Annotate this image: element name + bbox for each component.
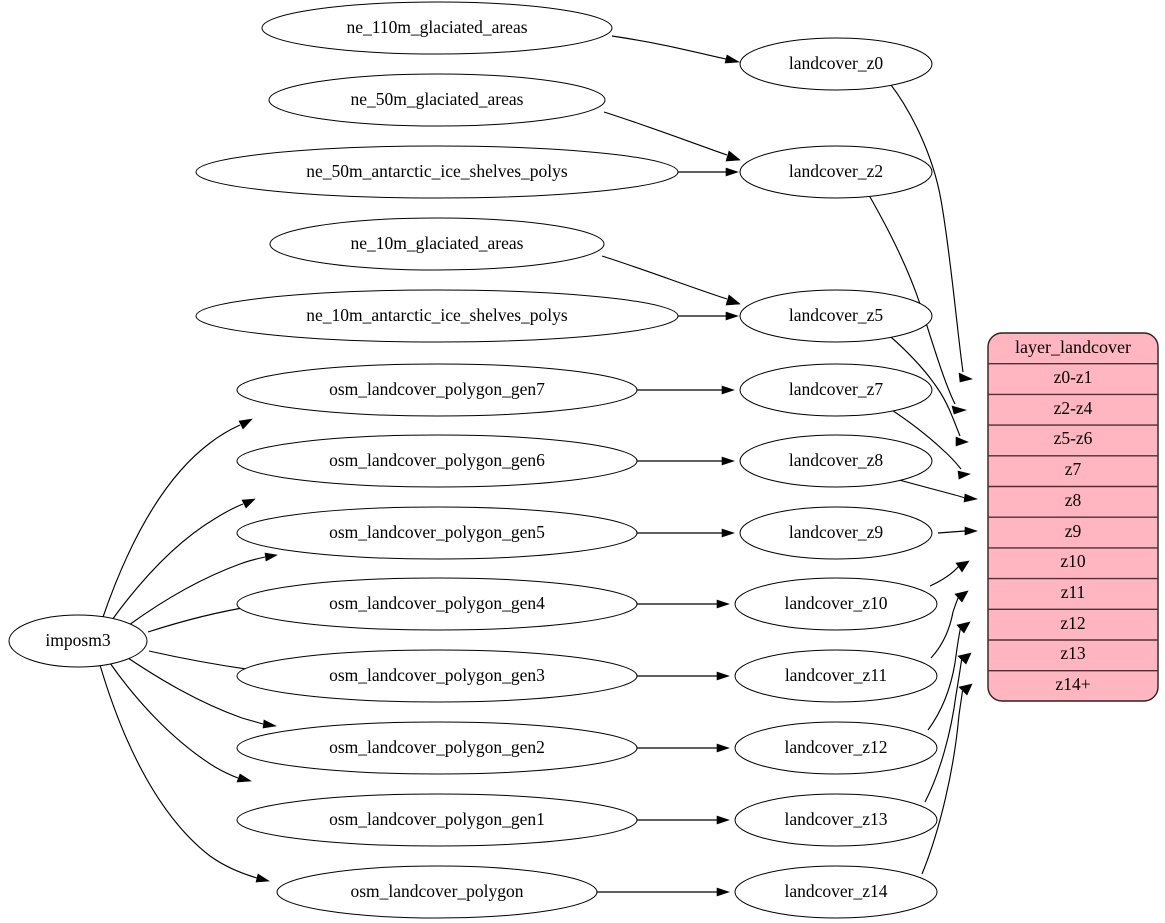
- node-landcover-z0[interactable]: landcover_z0: [739, 37, 933, 91]
- edge-z14-to-row-z14plus: [921, 683, 973, 875]
- node-ne-10m-antarctic-ice-shelves-polys[interactable]: ne_10m_antarctic_ice_shelves_polys: [195, 289, 679, 343]
- edge-imposm3-to-gen5: [128, 552, 278, 626]
- node-landcover-z13[interactable]: landcover_z13: [734, 793, 938, 847]
- node-landcover-z14-label: landcover_z14: [784, 881, 887, 901]
- node-landcover-z10-label: landcover_z10: [784, 593, 887, 613]
- node-osm-landcover-polygon-gen3-label: osm_landcover_polygon_gen3: [329, 665, 545, 685]
- node-ne-50m-antarctic-ice-shelves-polys[interactable]: ne_50m_antarctic_ice_shelves_polys: [195, 145, 679, 199]
- node-osm-landcover-polygon-gen6[interactable]: osm_landcover_polygon_gen6: [236, 434, 638, 488]
- node-osm-landcover-polygon-gen7[interactable]: osm_landcover_polygon_gen7: [236, 363, 638, 417]
- edge-z7-to-row-z7: [883, 404, 971, 480]
- edge-z13-to-row-z13: [924, 652, 972, 803]
- edge-gen3-to-z11: [637, 671, 730, 681]
- layer-landcover-table-header: layer_landcover: [1015, 337, 1131, 357]
- node-landcover-z5[interactable]: landcover_z5: [739, 289, 933, 343]
- edge-gen2-to-z12: [637, 743, 730, 753]
- node-landcover-z8[interactable]: landcover_z8: [739, 434, 933, 488]
- node-osm-landcover-polygon-gen2[interactable]: osm_landcover_polygon_gen2: [236, 721, 638, 775]
- layer-landcover-row-z14plus[interactable]: z14+: [1055, 674, 1090, 694]
- node-landcover-z9[interactable]: landcover_z9: [739, 506, 933, 560]
- node-osm-landcover-polygon-gen4[interactable]: osm_landcover_polygon_gen4: [236, 577, 638, 631]
- layer-landcover-row-z2-z4[interactable]: z2-z4: [1054, 398, 1093, 418]
- node-osm-landcover-polygon-gen2-label: osm_landcover_polygon_gen2: [329, 737, 545, 757]
- node-imposm3-label: imposm3: [45, 630, 110, 650]
- edge-gen6-to-z8: [637, 456, 735, 466]
- node-osm-landcover-polygon-gen6-label: osm_landcover_polygon_gen6: [329, 450, 545, 470]
- node-landcover-z2[interactable]: landcover_z2: [739, 145, 933, 199]
- edge-ne50mice-to-z2: [675, 167, 739, 177]
- edge-imposm3-to-gen1: [109, 662, 252, 783]
- node-osm-landcover-polygon-gen7-label: osm_landcover_polygon_gen7: [329, 379, 545, 399]
- node-landcover-z9-label: landcover_z9: [789, 522, 884, 542]
- layer-landcover-row-z7[interactable]: z7: [1065, 459, 1082, 479]
- node-osm-landcover-polygon-gen5-label: osm_landcover_polygon_gen5: [329, 522, 545, 542]
- edge-z8-to-row-z8: [883, 475, 978, 503]
- layer-landcover-row-z0-z1[interactable]: z0-z1: [1054, 367, 1093, 387]
- node-osm-landcover-polygon-label: osm_landcover_polygon: [350, 881, 523, 901]
- layer-landcover-row-z5-z6[interactable]: z5-z6: [1054, 428, 1093, 448]
- node-ne-10m-antarctic-ice-shelves-polys-label: ne_10m_antarctic_ice_shelves_polys: [306, 305, 568, 325]
- node-landcover-z7[interactable]: landcover_z7: [739, 363, 933, 417]
- edge-gen1-to-z13: [637, 815, 730, 825]
- node-landcover-z12[interactable]: landcover_z12: [734, 721, 938, 775]
- node-ne-110m-glaciated-areas-label: ne_110m_glaciated_areas: [346, 17, 527, 37]
- edge-z9-to-row-z9: [937, 526, 978, 536]
- edge-gen4-to-z10: [637, 599, 730, 609]
- edge-z12-to-row-z12: [927, 621, 971, 731]
- edge-z11-to-row-z11: [930, 590, 969, 659]
- node-landcover-z12-label: landcover_z12: [784, 737, 887, 757]
- edge-z5-to-row-z5z6: [883, 330, 969, 447]
- node-osm-landcover-polygon-gen1-label: osm_landcover_polygon_gen1: [329, 809, 545, 829]
- node-osm-landcover-polygon-gen5[interactable]: osm_landcover_polygon_gen5: [236, 506, 638, 560]
- node-landcover-z11[interactable]: landcover_z11: [734, 649, 938, 703]
- node-ne-50m-glaciated-areas[interactable]: ne_50m_glaciated_areas: [268, 73, 606, 127]
- node-ne-10m-glaciated-areas-label: ne_10m_glaciated_areas: [351, 233, 524, 253]
- edge-ne10mice-to-z5: [675, 311, 739, 321]
- layer-landcover-row-z8[interactable]: z8: [1065, 490, 1082, 510]
- edge-poly-to-z14: [597, 887, 730, 897]
- node-landcover-z13-label: landcover_z13: [784, 809, 887, 829]
- edge-z10-to-row-z10: [929, 560, 970, 587]
- node-landcover-z10[interactable]: landcover_z10: [734, 577, 938, 631]
- node-ne-50m-antarctic-ice-shelves-polys-label: ne_50m_antarctic_ice_shelves_polys: [306, 161, 568, 181]
- node-landcover-z0-label: landcover_z0: [789, 53, 884, 73]
- node-landcover-z11-label: landcover_z11: [785, 665, 887, 685]
- layer-landcover-row-z9[interactable]: z9: [1065, 521, 1082, 541]
- node-landcover-z5-label: landcover_z5: [789, 305, 884, 325]
- node-landcover-z2-label: landcover_z2: [789, 161, 883, 181]
- node-osm-landcover-polygon[interactable]: osm_landcover_polygon: [276, 865, 598, 919]
- node-landcover-z14[interactable]: landcover_z14: [734, 865, 938, 919]
- layer-landcover-row-z12[interactable]: z12: [1060, 613, 1085, 633]
- edge-ne110m-to-z0: [611, 35, 740, 64]
- node-ne-50m-glaciated-areas-label: ne_50m_glaciated_areas: [351, 89, 524, 109]
- edge-imposm3-to-poly: [99, 664, 270, 883]
- edge-imposm3-to-gen2: [127, 657, 277, 729]
- edge-gen7-to-z7: [637, 385, 735, 395]
- layer-landcover-row-z11[interactable]: z11: [1061, 582, 1086, 602]
- edge-imposm3-to-gen6: [111, 498, 256, 621]
- node-landcover-z8-label: landcover_z8: [789, 450, 884, 470]
- node-osm-landcover-polygon-gen4-label: osm_landcover_polygon_gen4: [329, 593, 545, 613]
- edge-imposm3-to-gen7: [102, 418, 253, 618]
- edge-z0-to-row-z0z1: [887, 80, 973, 383]
- layer-landcover-row-z10[interactable]: z10: [1060, 551, 1086, 571]
- layer-landcover-table[interactable]: layer_landcover z0-z1 z2-z4 z5-z6 z7 z8 …: [987, 332, 1159, 702]
- layer-landcover-row-z13[interactable]: z13: [1060, 643, 1086, 663]
- node-osm-landcover-polygon-gen1[interactable]: osm_landcover_polygon_gen1: [236, 793, 638, 847]
- edge-ne10mglac-to-z5: [601, 255, 741, 306]
- node-ne-10m-glaciated-areas[interactable]: ne_10m_glaciated_areas: [269, 217, 605, 271]
- edge-ne50mglac-to-z2: [603, 111, 741, 162]
- edge-gen5-to-z9: [637, 528, 735, 538]
- edge-layer: [99, 35, 978, 897]
- node-osm-landcover-polygon-gen3[interactable]: osm_landcover_polygon_gen3: [236, 649, 638, 703]
- node-imposm3[interactable]: imposm3: [8, 614, 148, 668]
- node-ne-110m-glaciated-areas[interactable]: ne_110m_glaciated_areas: [261, 1, 613, 55]
- node-landcover-z7-label: landcover_z7: [789, 379, 884, 399]
